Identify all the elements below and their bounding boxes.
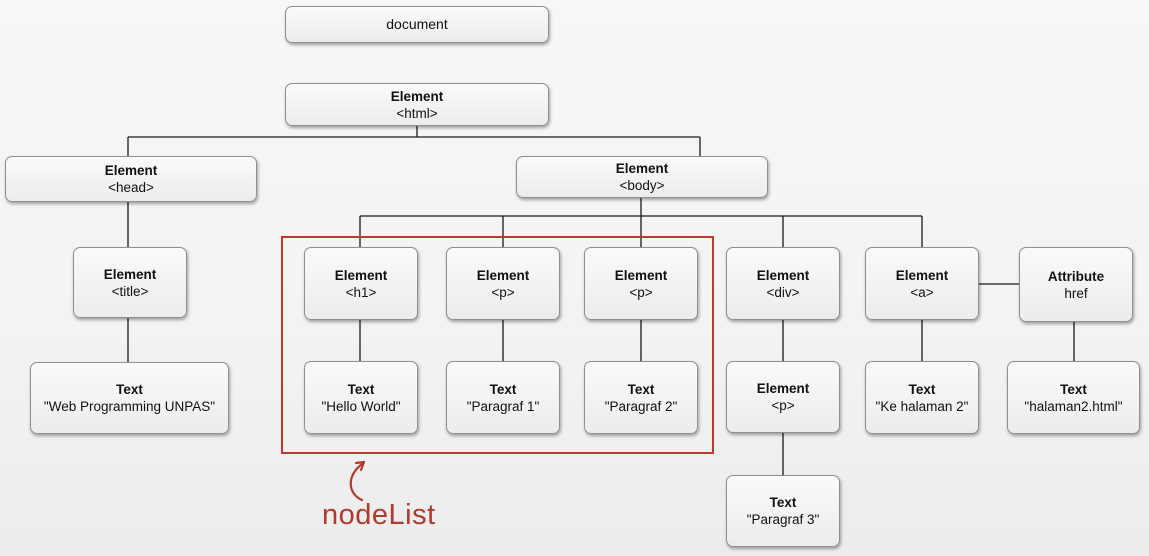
node-type-label: Element (756, 267, 810, 283)
nodelist-highlight-box (281, 236, 714, 454)
node-value-label: <h1> (345, 284, 377, 300)
node-type-label: Text (489, 381, 517, 397)
node-type-label: Text (627, 381, 655, 397)
node-value-label: "Paragraf 2" (604, 398, 678, 414)
document-node: document (285, 6, 549, 43)
node-type-label: Element (895, 267, 949, 283)
node-type-label: Element (104, 163, 158, 178)
node-value-label: <p> (629, 284, 653, 300)
node-type-label: Element (756, 381, 810, 396)
node-value-label: "halaman2.html" (1024, 398, 1123, 414)
node-value-label: <p> (771, 398, 795, 413)
element-a-node: Element<a> (865, 247, 979, 320)
node-type-label: Text (769, 495, 797, 510)
node-type-label: Element (103, 266, 157, 282)
text-node-hello: Text"Hello World" (304, 361, 418, 434)
node-type-label: Text (908, 381, 936, 397)
node-value-label: <head> (108, 180, 154, 195)
node-type-label: Element (334, 267, 388, 283)
node-value-label: <title> (111, 283, 149, 299)
element-html-node: Element<html> (285, 83, 549, 126)
node-type-label: Attribute (1047, 268, 1105, 284)
element-title-node: Element<title> (73, 247, 187, 318)
element-p-node-3: Element <p> (726, 361, 840, 433)
node-value-label: <p> (491, 284, 515, 300)
node-value-label: "Paragraf 1" (466, 398, 540, 414)
node-value-label: <div> (766, 284, 800, 300)
element-body-node: Element <body> (516, 156, 768, 198)
node-type-label: Element (476, 267, 530, 283)
text-node-paragraf-1: Text"Paragraf 1" (446, 361, 560, 434)
node-type-label: Element (614, 267, 668, 283)
element-head-node: Element <head> (5, 156, 257, 202)
node-value-label: "Ke halaman 2" (875, 398, 969, 414)
text-node-ke-halaman-2: Text"Ke halaman 2" (865, 361, 979, 434)
node-value-label: <body> (619, 178, 665, 193)
text-node-paragraf-2: Text"Paragraf 2" (584, 361, 698, 434)
curved-arrow-icon (349, 460, 366, 502)
node-value-label: document (386, 16, 448, 32)
text-node-title: Text "Web Programming UNPAS" (30, 362, 229, 434)
node-type-label: Element (615, 161, 669, 176)
element-h1-node: Element<h1> (304, 247, 418, 320)
node-type-label: Text (1060, 381, 1087, 397)
node-value-label: <html> (396, 105, 438, 121)
element-p-node-1: Element<p> (446, 247, 560, 320)
text-node-href-value: Text"halaman2.html" (1007, 361, 1140, 434)
node-value-label: "Paragraf 3" (746, 512, 820, 527)
node-type-label: Element (390, 88, 444, 104)
node-type-label: Text (347, 381, 375, 397)
nodelist-label: nodeList (322, 499, 436, 531)
element-div-node: Element<div> (726, 247, 840, 320)
node-type-label: Text (116, 382, 143, 397)
node-value-label: "Hello World" (321, 398, 401, 414)
text-node-paragraf-3: Text "Paragraf 3" (726, 475, 840, 547)
node-value-label: <a> (910, 284, 934, 300)
node-value-label: href (1064, 285, 1088, 301)
node-value-label: "Web Programming UNPAS" (43, 399, 216, 414)
element-p-node-2: Element<p> (584, 247, 698, 320)
